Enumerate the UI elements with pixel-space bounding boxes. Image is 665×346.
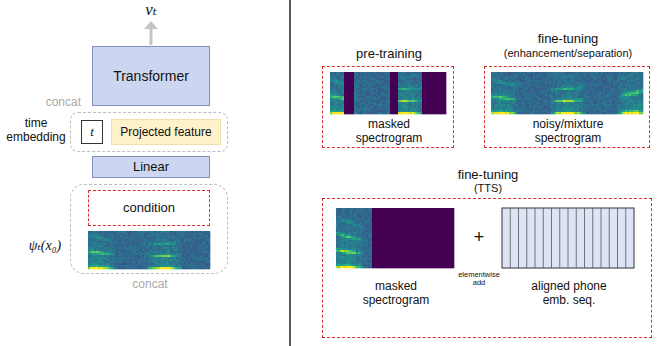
diagram-canvas: TransformerconcattProjected featureLinea… bbox=[0, 0, 665, 346]
